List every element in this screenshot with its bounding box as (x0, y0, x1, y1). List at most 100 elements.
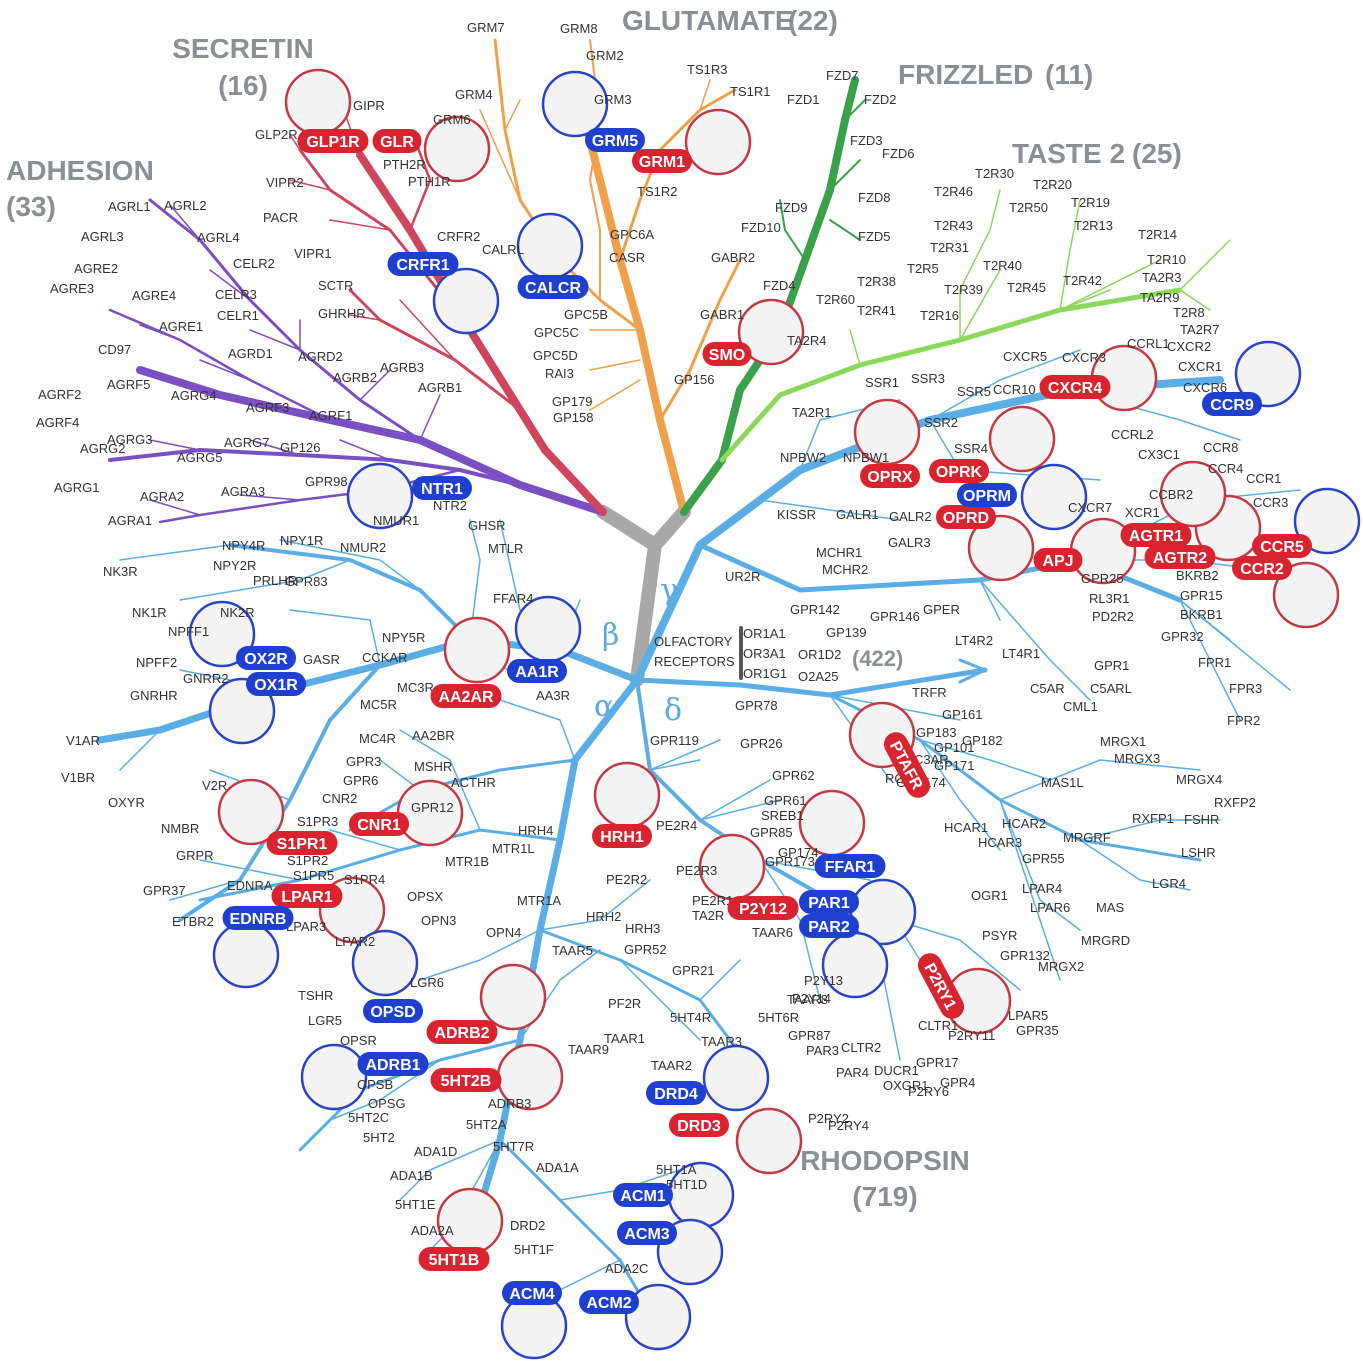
family-secretin-count: (16) (218, 70, 268, 101)
gene-label: GALR2 (889, 509, 932, 524)
structure-label-text: PAR2 (808, 919, 850, 936)
structure-label-text: 5HT2B (441, 1073, 492, 1090)
gene-label: AGRL2 (164, 198, 207, 213)
gene-label: TRFR (912, 685, 947, 700)
structure-label-p2y12: P2Y12 (727, 896, 799, 920)
gene-label: MC4R (359, 731, 396, 746)
gamma-label: γ (660, 573, 678, 608)
gene-label: RL3R1 (1089, 591, 1129, 606)
gene-label: OXYR (108, 795, 145, 810)
gene-label: GPC5B (564, 307, 608, 322)
structure-label-bg (222, 906, 294, 930)
gene-label: 5HT1F (514, 1242, 554, 1257)
gene-label: 5HT7R (493, 1139, 534, 1154)
structure-label-bg (799, 890, 859, 914)
structure-label-bg (271, 884, 343, 908)
gene-label: T2R14 (1138, 227, 1177, 242)
gene-label: AGRE1 (159, 319, 203, 334)
gene-label: NMUR2 (340, 540, 386, 555)
gene-label: UR2R (725, 569, 760, 584)
gene-label: CCR1 (1246, 471, 1281, 486)
structure-label-bg (1120, 523, 1192, 547)
delta-label: δ (664, 693, 682, 728)
gene-label: GPR17 (916, 1055, 959, 1070)
gene-label: MTR1A (517, 893, 561, 908)
structure-label-text: DRD3 (677, 1118, 721, 1135)
gene-label: GPC5C (534, 325, 579, 340)
gene-label: OGR1 (971, 888, 1008, 903)
structure-label-text: FFAR1 (825, 859, 876, 876)
structure-label-bg (430, 684, 502, 708)
gene-label: FSHR (1184, 812, 1219, 827)
gene-label: T2R46 (934, 184, 973, 199)
family-adhesion-name: ADHESION (6, 155, 154, 186)
gene-label: MCHR1 (816, 545, 862, 560)
structure-label-oprm: OPRM (957, 483, 1017, 507)
gene-label: TAAR9 (568, 1042, 609, 1057)
gene-label: GASR (303, 652, 340, 667)
gene-label: CLTR1 (918, 1018, 958, 1033)
gene-label: TA2R (692, 908, 724, 923)
gene-label: PE2R1 (692, 893, 733, 908)
gene-label: CELR2 (233, 256, 275, 271)
gene-label: TAAR6 (752, 925, 793, 940)
gene-label: T2R45 (1007, 280, 1046, 295)
gene-label: T2R20 (1033, 177, 1072, 192)
family-glutamate-count: (22) (788, 5, 838, 36)
structure-label-bg (426, 1020, 498, 1044)
structure-label-text: OPRM (963, 488, 1011, 505)
gene-label: AGRB3 (380, 360, 424, 375)
structure-label-bg (727, 896, 799, 920)
structure-label-calcr: CALCR (517, 275, 589, 299)
gene-label: GPR55 (1022, 851, 1065, 866)
gene-label: HCAR1 (944, 820, 988, 835)
gene-label: MAS (1096, 900, 1125, 915)
gene-label: FPR3 (1229, 681, 1262, 696)
gene-label: CXCR1 (1178, 359, 1222, 374)
olfactory-member: OR3A1 (743, 646, 786, 661)
gene-label: LT4R1 (1002, 646, 1040, 661)
structure-label-par1: PAR1 (799, 890, 859, 914)
gene-label: ADA2C (605, 1261, 648, 1276)
gene-label: FZD10 (741, 220, 781, 235)
structure-label-ox2r: OX2R (236, 646, 296, 670)
structure-label-text: OPRD (943, 510, 989, 527)
gene-label: AGRA3 (221, 484, 265, 499)
structure-label-grm1: GRM1 (632, 149, 692, 173)
structure-label-bg (430, 1068, 502, 1092)
structure-label-aa1r: AA1R (507, 659, 567, 683)
gene-label: V1BR (61, 770, 95, 785)
gene-label: NPBW1 (843, 450, 889, 465)
gene-label: MCHR2 (822, 562, 868, 577)
gene-label: AGRB2 (333, 370, 377, 385)
gene-label: AGRL4 (197, 230, 240, 245)
family-frizzled-count: (11) (1045, 59, 1093, 90)
gene-label: MC3R (397, 680, 434, 695)
gene-label: NPY5R (382, 630, 425, 645)
gene-label: SSR4 (954, 441, 988, 456)
structure-label-opsd: OPSD (363, 999, 423, 1023)
gene-label: S1PR5 (293, 868, 334, 883)
gene-label: S1PR4 (344, 872, 385, 887)
olfactory-label-line2: RECEPTORS (654, 654, 735, 669)
gene-label: TA2R4 (787, 333, 827, 348)
gene-label: NPY1R (280, 533, 323, 548)
structure-label-text: OPSD (370, 1004, 415, 1021)
structure-label-bg (585, 128, 645, 152)
gene-label: V2R (202, 778, 227, 793)
gene-label: GHSR (468, 518, 506, 533)
gene-label: GPER (923, 602, 960, 617)
gene-label: GABR1 (700, 307, 744, 322)
structure-label-5ht1b: 5HT1B (418, 1247, 490, 1271)
structure-label-oprx: OPRX (860, 464, 920, 488)
structure-label-hrh1: HRH1 (592, 824, 652, 848)
gene-label: GPR26 (740, 736, 783, 751)
gene-label: AGRA2 (140, 489, 184, 504)
greek-letters: α β γ δ (594, 573, 682, 728)
gene-label: CCBR2 (1149, 487, 1193, 502)
gene-label: LPAR3 (286, 919, 326, 934)
gene-label: NPFF2 (136, 655, 177, 670)
structure-label-bg (646, 1081, 706, 1105)
gene-label: TA2R1 (792, 405, 832, 420)
